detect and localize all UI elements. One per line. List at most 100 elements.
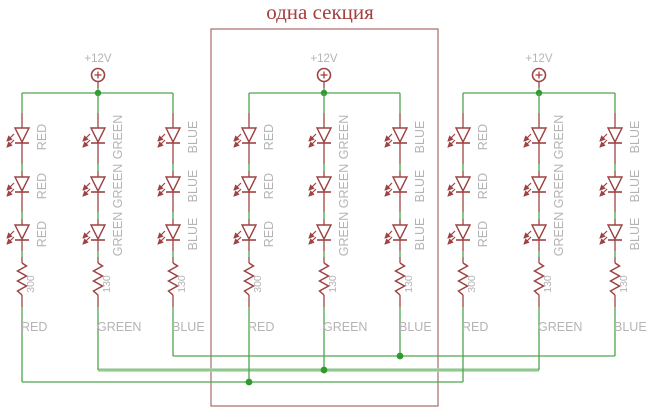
led-arrow-icon bbox=[6, 139, 15, 148]
led-symbol: RED bbox=[447, 173, 490, 199]
led-arrow-icon bbox=[82, 188, 91, 197]
led-triangle-icon bbox=[315, 176, 333, 193]
led-arrow-icon bbox=[447, 230, 456, 239]
led-arrow-icon bbox=[233, 188, 242, 197]
led-triangle-icon bbox=[606, 127, 624, 144]
led-color-label: BLUE bbox=[628, 170, 642, 203]
led-color-label: GREEN bbox=[552, 115, 566, 159]
led-triangle-icon bbox=[164, 176, 182, 193]
led-arrow-icon bbox=[384, 139, 393, 148]
power-label: +12V bbox=[84, 53, 112, 65]
led-arrow-icon bbox=[384, 230, 393, 239]
led-arrow-icon bbox=[308, 188, 317, 197]
led-color-label: RED bbox=[476, 173, 490, 199]
resistor-value-label: 130 bbox=[176, 275, 188, 293]
section-3: +12VREDREDRED300REDGREENGREENGREEN130GRE… bbox=[447, 53, 647, 382]
led-symbol: BLUE bbox=[599, 121, 642, 154]
led-color-label: BLUE bbox=[628, 218, 642, 251]
section-2: +12VREDREDRED300REDGREENGREENGREEN130GRE… bbox=[233, 53, 432, 382]
led-triangle-icon bbox=[454, 176, 472, 193]
led-arrow-icon bbox=[384, 182, 393, 191]
led-arrow-icon bbox=[447, 139, 456, 148]
led-color-label: GREEN bbox=[552, 164, 566, 208]
led-triangle-icon bbox=[240, 176, 258, 193]
led-arrow-icon bbox=[599, 236, 608, 245]
led-triangle-icon bbox=[89, 127, 107, 144]
led-arrow-icon bbox=[82, 133, 91, 142]
led-arrow-icon bbox=[599, 133, 608, 142]
resistor-value-label: 130 bbox=[403, 275, 415, 293]
net-name-label: RED bbox=[462, 320, 488, 334]
led-color-label: GREEN bbox=[337, 115, 351, 159]
led-triangle-icon bbox=[89, 176, 107, 193]
led-triangle-icon bbox=[13, 176, 31, 193]
resistor-value-label: 130 bbox=[618, 275, 630, 293]
led-arrow-icon bbox=[233, 182, 242, 191]
led-triangle-icon bbox=[530, 176, 548, 193]
led-symbol: RED bbox=[6, 221, 49, 247]
led-triangle-icon bbox=[240, 224, 258, 241]
led-triangle-icon bbox=[315, 224, 333, 241]
led-arrow-icon bbox=[6, 133, 15, 142]
led-symbol: RED bbox=[6, 173, 49, 199]
net-name-label: GREEN bbox=[538, 320, 582, 334]
led-arrow-icon bbox=[599, 139, 608, 148]
resistor-icon bbox=[242, 262, 256, 296]
led-arrow-icon bbox=[157, 230, 166, 239]
led-color-label: BLUE bbox=[413, 121, 427, 154]
led-color-label: RED bbox=[262, 221, 276, 247]
led-arrow-icon bbox=[308, 230, 317, 239]
schematic-title: одна секция bbox=[266, 0, 374, 24]
led-arrow-icon bbox=[233, 133, 242, 142]
led-triangle-icon bbox=[315, 127, 333, 144]
section-outline-box bbox=[210, 28, 439, 407]
led-symbol: RED bbox=[233, 173, 276, 199]
led-symbol: BLUE bbox=[599, 170, 642, 203]
led-triangle-icon bbox=[240, 127, 258, 144]
led-color-label: RED bbox=[35, 221, 49, 247]
led-symbol: RED bbox=[233, 124, 276, 150]
led-symbol: BLUE bbox=[384, 170, 427, 202]
resistor-value-label: 130 bbox=[101, 275, 113, 293]
resistor-value-label: 130 bbox=[327, 275, 339, 293]
led-triangle-icon bbox=[530, 224, 548, 241]
led-arrow-icon bbox=[523, 188, 532, 197]
led-arrow-icon bbox=[523, 236, 532, 245]
power-label: +12V bbox=[310, 53, 338, 65]
resistor-icon bbox=[15, 262, 29, 296]
led-triangle-icon bbox=[89, 224, 107, 241]
led-arrow-icon bbox=[6, 230, 15, 239]
led-color-label: BLUE bbox=[628, 121, 642, 154]
net-name-label: RED bbox=[248, 320, 274, 334]
resistor-value-label: 300 bbox=[25, 275, 37, 293]
led-symbol: GREEN bbox=[82, 164, 125, 208]
led-triangle-icon bbox=[454, 127, 472, 144]
resistor-value-label: 300 bbox=[466, 275, 478, 293]
led-color-label: RED bbox=[476, 124, 490, 150]
resistor-icon bbox=[608, 262, 622, 296]
led-color-label: GREEN bbox=[111, 212, 125, 256]
led-symbol: GREEN bbox=[308, 164, 351, 208]
led-arrow-icon bbox=[447, 133, 456, 142]
resistor-icon bbox=[317, 262, 331, 296]
led-symbol: GREEN bbox=[82, 115, 125, 159]
led-symbol: BLUE bbox=[599, 218, 642, 251]
led-color-label: GREEN bbox=[111, 115, 125, 159]
led-arrow-icon bbox=[308, 139, 317, 148]
led-arrow-icon bbox=[82, 139, 91, 148]
led-arrow-icon bbox=[308, 236, 317, 245]
led-arrow-icon bbox=[447, 182, 456, 191]
net-name-label: BLUE bbox=[172, 320, 205, 334]
led-symbol: GREEN bbox=[308, 115, 351, 159]
net-name-label: GREEN bbox=[323, 320, 367, 334]
led-triangle-icon bbox=[454, 224, 472, 241]
led-symbol: BLUE bbox=[157, 218, 200, 250]
